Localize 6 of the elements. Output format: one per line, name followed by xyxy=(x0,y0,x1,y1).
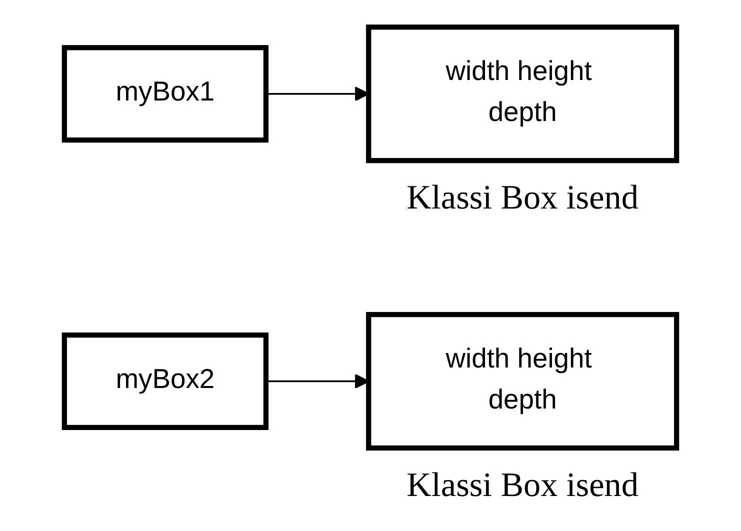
node-label: Klassi Box isend xyxy=(406,179,639,216)
node-box: width height depth xyxy=(366,312,680,451)
node-label: Klassi Box isend xyxy=(406,466,639,504)
node-box: myBox1 xyxy=(62,45,269,143)
node-box: width height depth xyxy=(366,24,680,164)
node-box: myBox2 xyxy=(62,332,269,430)
